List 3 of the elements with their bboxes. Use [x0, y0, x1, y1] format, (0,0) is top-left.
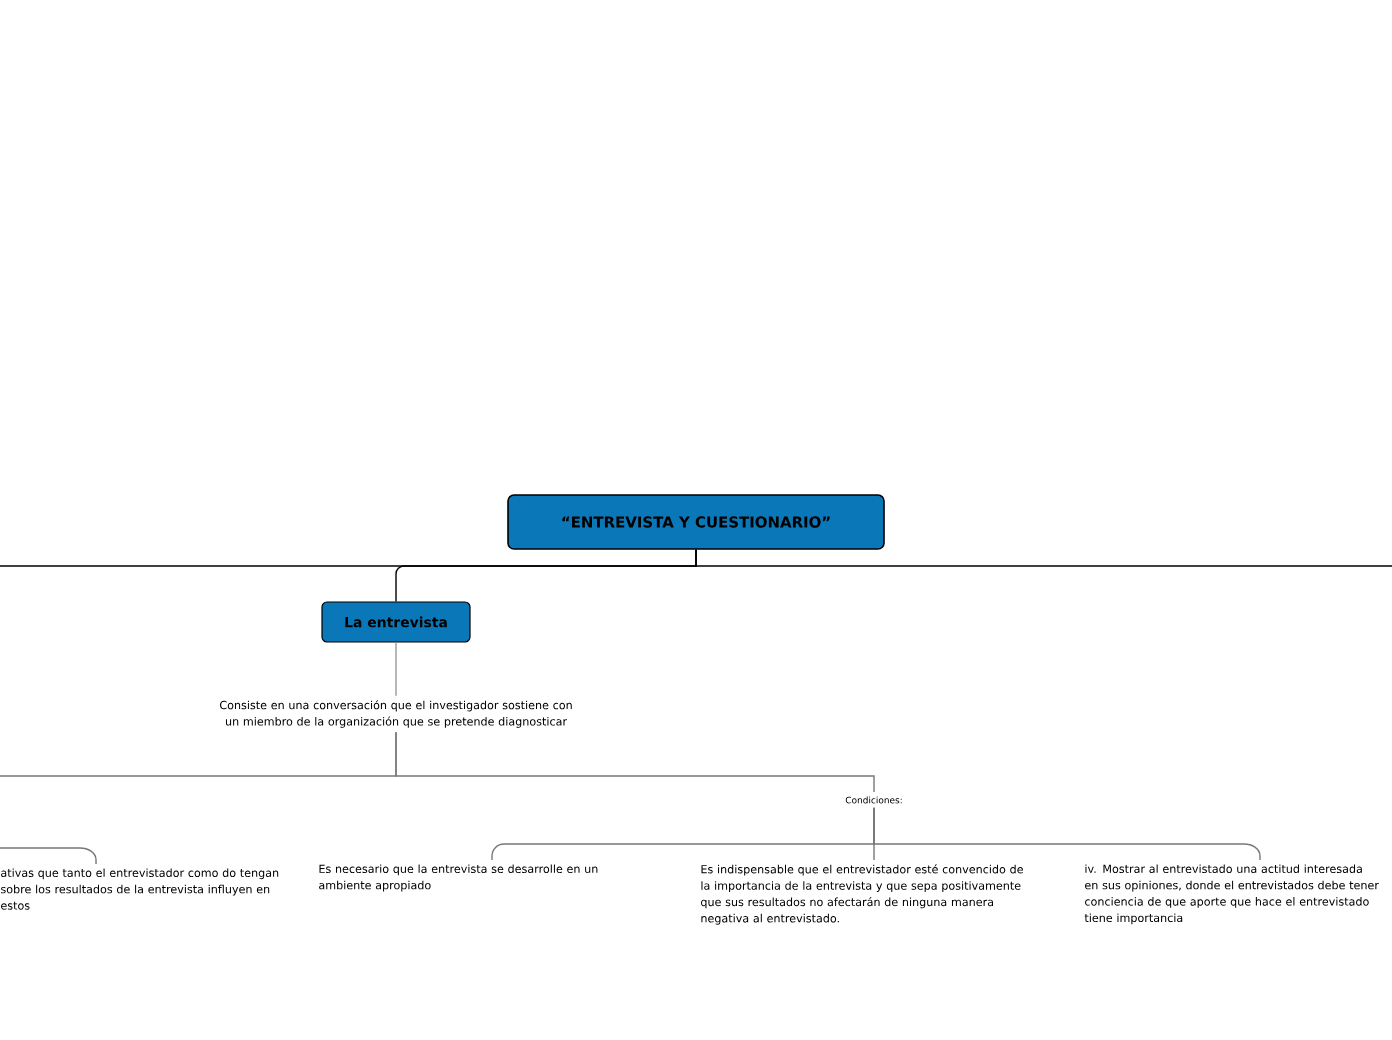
connector-line: [395, 641, 397, 697]
connector-line: [395, 731, 875, 793]
connector-line: [695, 549, 1392, 567]
